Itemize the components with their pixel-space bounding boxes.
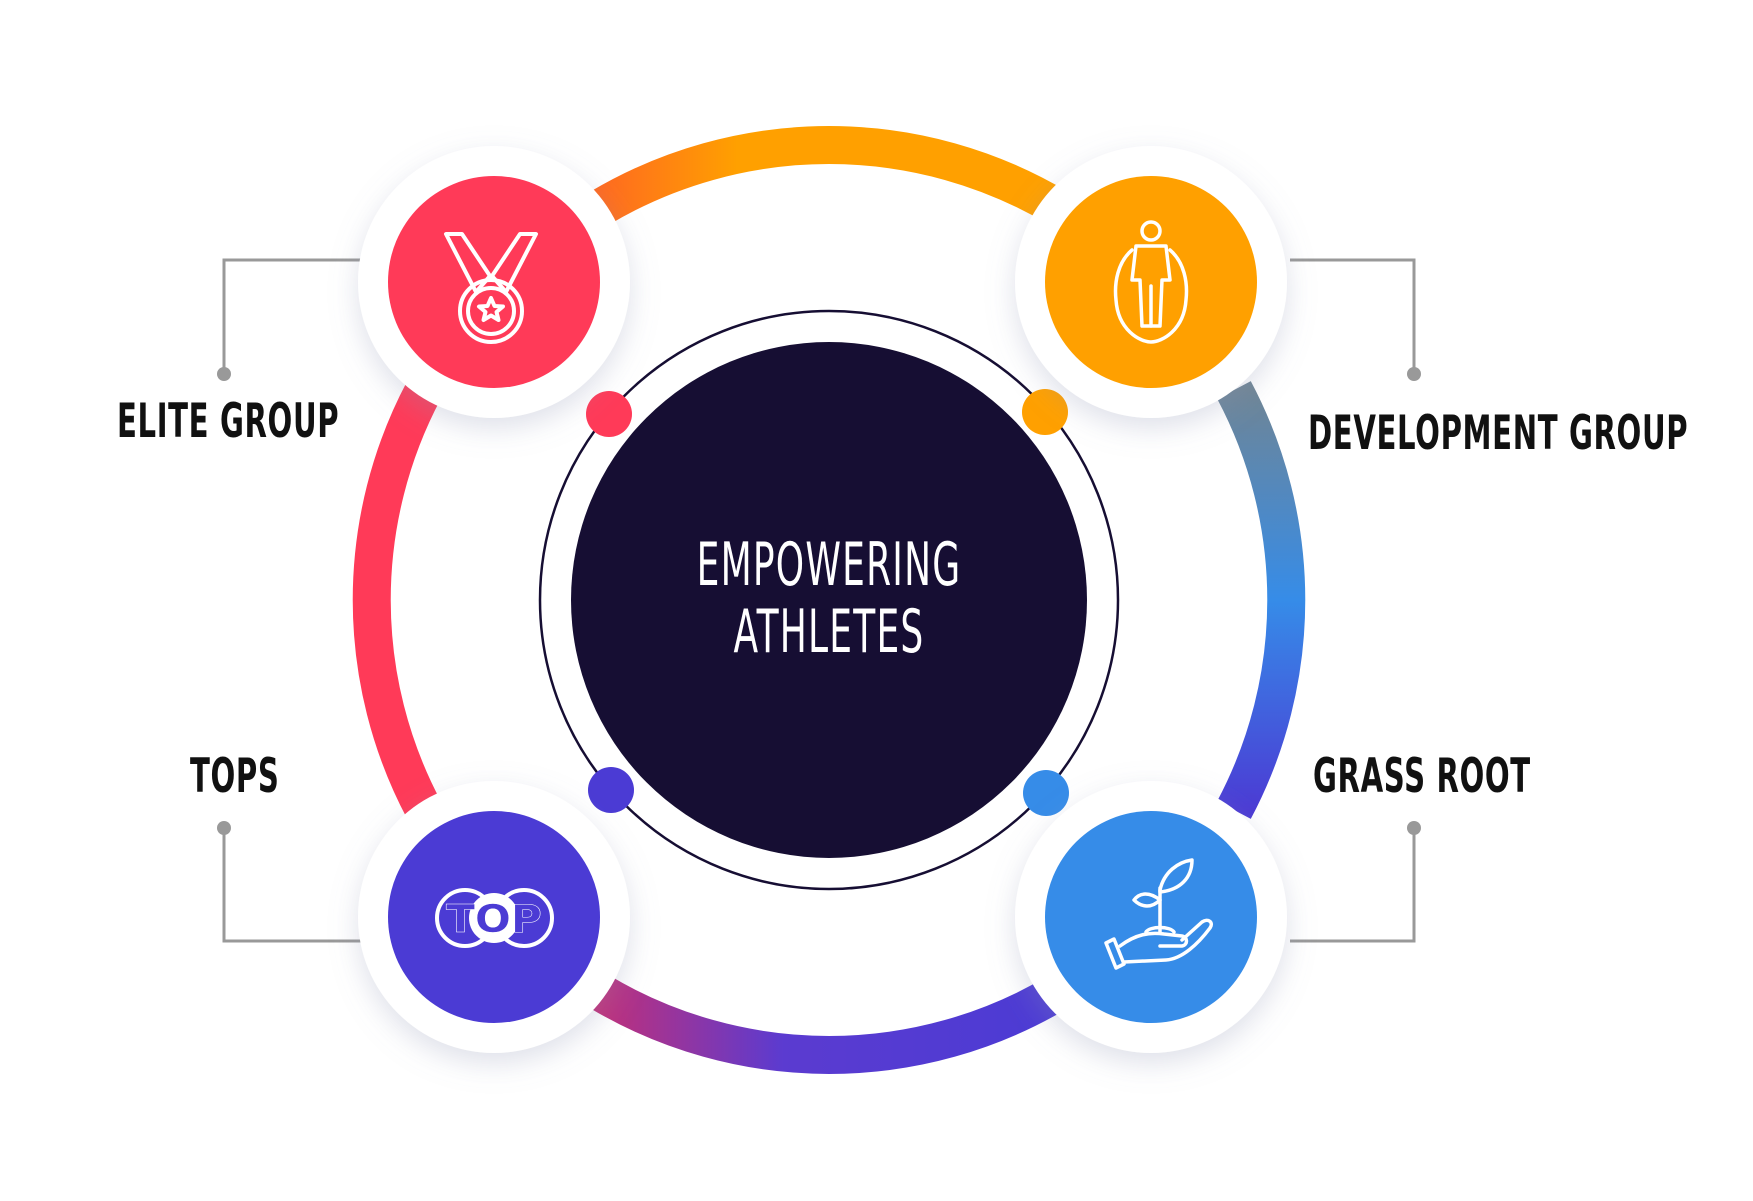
outer-arc-right [1217,381,1306,819]
node-development [1015,146,1287,418]
center-title-line1: EMPOWERING [696,530,962,600]
node-grassroot-disc [1045,811,1257,1023]
connector-end-development [1407,367,1421,381]
outer-arc-left [352,381,441,819]
label-tops: TOPS [190,749,280,804]
connectors [222,258,1416,943]
connector-ends [217,367,1421,835]
connector-end-elite [217,367,231,381]
ring-dot-development [1022,389,1068,435]
node-tops: TOP [358,781,630,1053]
ring-dot-grassroot [1023,770,1069,816]
node-development-disc [1045,176,1257,388]
connector-end-grassroot [1407,821,1421,835]
connector-end-tops [217,821,231,835]
node-elite [358,146,630,418]
label-elite-group: ELITE GROUP [117,394,340,449]
connector-elite [222,258,362,374]
jump-rope-icon [1113,220,1189,344]
top-logo-icon: TOP [435,888,554,948]
outer-ring [352,126,1306,1074]
ring-dot-tops [588,767,634,813]
connector-grassroot [1290,828,1416,943]
connector-development [1290,258,1416,374]
top-logo-text: TOP [446,897,542,941]
outer-arc-bottom [590,975,1068,1074]
plant-in-hand-icon [1104,858,1214,970]
node-grassroot [1015,781,1287,1053]
outer-arc-top [590,126,1068,225]
connector-tops [222,828,362,943]
ring-dot-elite [586,391,632,437]
center-title-line2: ATHLETES [733,597,925,667]
medal-icon [444,232,538,344]
center-circle [571,342,1087,858]
label-development-group: DEVELOPMENT GROUP [1308,406,1689,461]
label-grass-root: GRASS ROOT [1313,749,1531,804]
